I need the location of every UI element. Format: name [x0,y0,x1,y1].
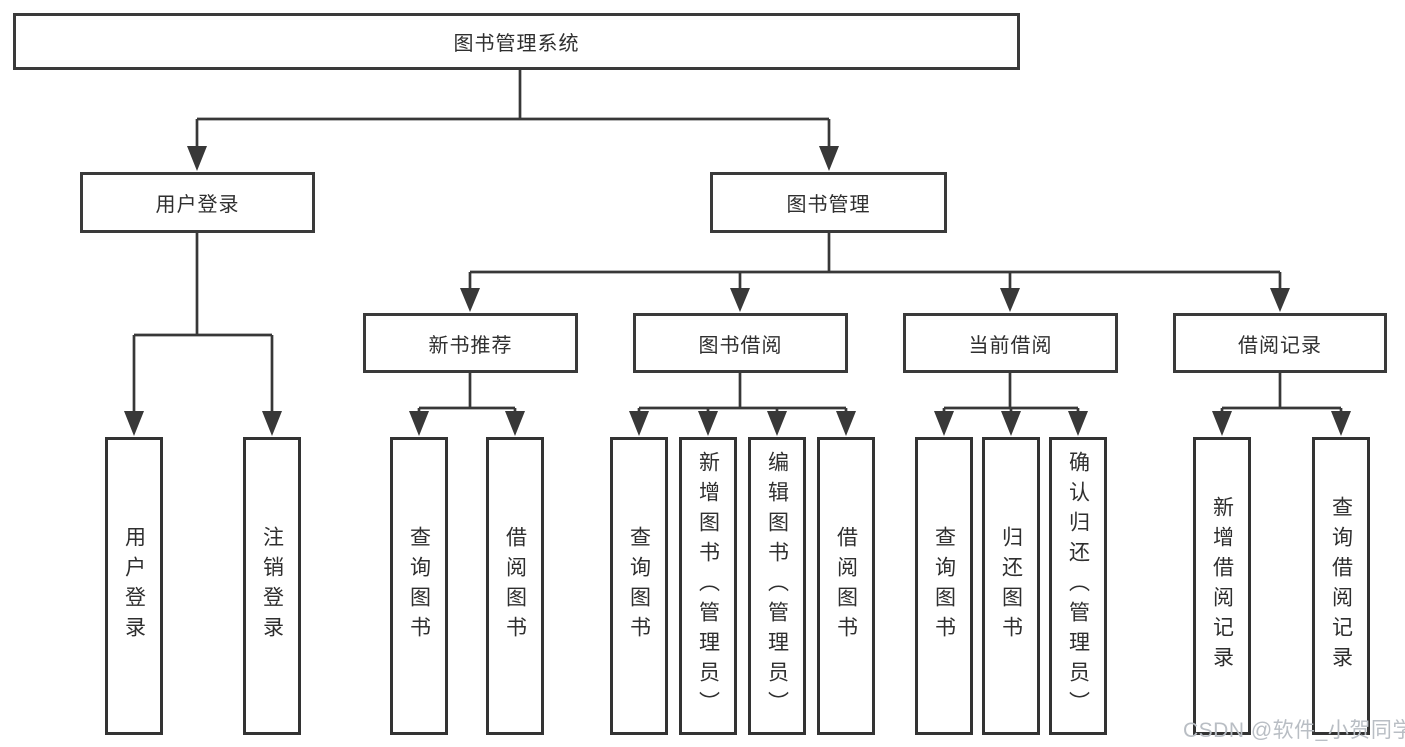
node-label: 借阅记录 [1238,334,1322,357]
node-label: 借阅图书 [834,526,858,646]
leaf-logout: 注销登录 [243,437,301,735]
leaf-query-books-3: 查询图书 [915,437,973,735]
node-label: 新增图书（管理员） [696,451,720,721]
node-label: 归还图书 [999,526,1023,646]
leaf-borrow-books-2: 借阅图书 [817,437,875,735]
node-library-management-system: 图书管理系统 [13,13,1020,70]
node-borrowing-records: 借阅记录 [1173,313,1387,373]
node-label: 图书管理系统 [453,33,580,55]
leaf-edit-books-admin: 编辑图书（管理员） [748,437,806,735]
leaf-add-borrow-record: 新增借阅记录 [1193,437,1251,735]
leaf-query-borrow-record: 查询借阅记录 [1312,437,1370,735]
leaf-query-books-2: 查询图书 [610,437,668,735]
node-label: 查询借阅记录 [1329,496,1353,676]
csdn-watermark: CSDN @软件_小贺同学 [1183,719,1405,742]
node-label: 用户登录 [155,194,240,216]
node-label: 新增借阅记录 [1210,496,1234,676]
node-label: 编辑图书（管理员） [765,451,789,721]
leaf-return-books: 归还图书 [982,437,1040,735]
node-user-login: 用户登录 [80,172,315,233]
node-label: 查询图书 [407,526,431,646]
node-label: 图书管理 [786,194,871,216]
node-label: 查询图书 [627,526,651,646]
node-book-borrowing: 图书借阅 [633,313,848,373]
arrowhead-icons [124,146,1351,436]
leaf-user-login: 用户登录 [105,437,163,735]
node-label: 当前借阅 [968,334,1053,357]
leaf-query-books-1: 查询图书 [390,437,448,735]
node-label: 图书借阅 [698,334,783,357]
node-book-management: 图书管理 [710,172,947,233]
leaf-borrow-books-1: 借阅图书 [486,437,544,735]
leaf-confirm-return-admin: 确认归还（管理员） [1049,437,1107,735]
node-label: 借阅图书 [503,526,527,646]
node-label: 确认归还（管理员） [1066,451,1090,721]
node-label: 新书推荐 [428,334,513,357]
leaf-add-books-admin: 新增图书（管理员） [679,437,737,735]
node-label: 注销登录 [260,526,284,646]
node-label: 用户登录 [122,526,146,646]
node-current-borrowing: 当前借阅 [903,313,1118,373]
node-new-book-recommendation: 新书推荐 [363,313,578,373]
node-label: 查询图书 [932,526,956,646]
